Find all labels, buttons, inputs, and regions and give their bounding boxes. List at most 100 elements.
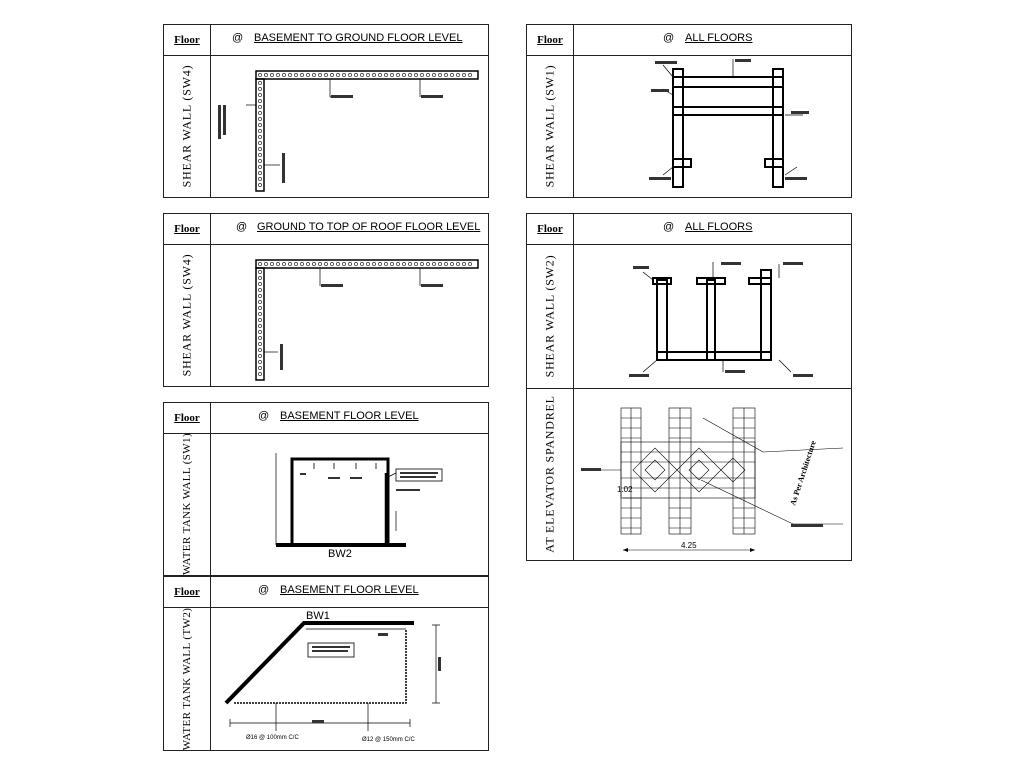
rebar-dot	[276, 73, 280, 77]
rebar-dot	[468, 73, 472, 77]
rebar-dot	[258, 129, 262, 133]
panel-header: Floor @ ALL FLOORS	[527, 214, 851, 245]
rebar-dot	[258, 372, 262, 376]
rebar-dot	[396, 262, 400, 266]
tank-label-bw1: BW1	[306, 610, 330, 622]
header-at-symbol: @	[232, 32, 244, 44]
rebar-dot	[468, 262, 472, 266]
rebar-dot	[342, 73, 346, 77]
rebar-dot	[426, 262, 430, 266]
header-title: ALL FLOORS	[685, 32, 753, 44]
header-at-symbol: @	[258, 410, 270, 422]
rebar-dot	[270, 262, 274, 266]
rebar-dot	[378, 262, 382, 266]
rebar-dot	[318, 73, 322, 77]
rebar-dot	[312, 262, 316, 266]
rebar-dot	[258, 147, 262, 151]
rebar-dot	[258, 99, 262, 103]
detail-panel-water-tank-sw1: Floor @ BASEMENT FLOOR LEVEL WATER TANK …	[163, 402, 489, 576]
rebar-dot	[258, 87, 262, 91]
side-label-column: WATER TANK WALL (SW1)	[164, 433, 211, 575]
rebar-dot	[360, 73, 364, 77]
spandrel-note: As Per Architecture	[788, 439, 818, 506]
rebar-dot	[300, 73, 304, 77]
rebar-dot	[420, 262, 424, 266]
header-floor-label: Floor	[164, 577, 211, 607]
rebar-dot	[258, 135, 262, 139]
detail-panel-sw4-ground-roof: Floor @ GROUND TO TOP OF ROOF FLOOR LEVE…	[163, 213, 489, 387]
shear-wall-frame-drawing	[649, 59, 809, 188]
rebar-dot	[426, 73, 430, 77]
header-title: BASEMENT FLOOR LEVEL	[280, 410, 419, 422]
rebar-dot	[306, 73, 310, 77]
panel-header: Floor @ GROUND TO TOP OF ROOF FLOOR LEVE…	[164, 214, 488, 245]
rebar-dot	[336, 73, 340, 77]
rebar-dot	[372, 262, 376, 266]
side-label-column: WATER TANK WALL (TW2)	[164, 607, 211, 750]
rebar-dot	[264, 73, 268, 77]
side-label: WATER TANK WALL (TW2)	[181, 607, 193, 750]
rebar-dot	[312, 73, 316, 77]
rebar-dot	[402, 262, 406, 266]
rebar-dot	[408, 73, 412, 77]
detail-panel-sw4-basement: Floor @ BASEMENT TO GROUND FLOOR LEVEL S…	[163, 24, 489, 198]
rebar-dot	[432, 262, 436, 266]
rebar-dot	[414, 262, 418, 266]
rebar-dot	[462, 262, 466, 266]
rebar-dot	[258, 177, 262, 181]
tank-label-bw2: BW2	[328, 548, 352, 560]
header-title: BASEMENT FLOOR LEVEL	[280, 584, 419, 596]
rebar-dot	[372, 73, 376, 77]
rebar-dots	[258, 262, 472, 376]
rebar-dot	[414, 73, 418, 77]
rebar-dot	[258, 111, 262, 115]
rebar-dot	[438, 73, 442, 77]
rebar-dot	[390, 262, 394, 266]
side-label: SHEAR WALL (SW4)	[179, 253, 194, 377]
rebar-dot	[432, 73, 436, 77]
rebar-dot	[270, 73, 274, 77]
side-label-column: SHEAR WALL (SW4)	[164, 55, 211, 197]
rebar-note-12: Ø12 @ 150mm C/C	[362, 737, 415, 743]
rebar-dot	[342, 262, 346, 266]
rebar-dot	[348, 262, 352, 266]
rebar-dot	[258, 276, 262, 280]
rebar-dot	[384, 262, 388, 266]
rebar-dot	[402, 73, 406, 77]
rebar-dot	[360, 262, 364, 266]
rebar-dot	[258, 282, 262, 286]
rebar-dot	[258, 360, 262, 364]
rebar-dot	[282, 73, 286, 77]
rebar-dot	[336, 262, 340, 266]
spandrel-dim-1-02: 1.02	[617, 485, 633, 494]
rebar-dot	[258, 330, 262, 334]
header-floor-label: Floor	[164, 403, 211, 433]
rebar-dot	[330, 262, 334, 266]
rebar-dot	[258, 312, 262, 316]
rebar-dot	[264, 262, 268, 266]
header-floor-label: Floor	[527, 25, 574, 55]
rebar-dot	[258, 262, 262, 266]
elevator-spandrel-drawing: 1.02 4.25 As Per Architecture	[581, 407, 844, 552]
detail-panel-sw1-all-floors: Floor @ ALL FLOORS SHEAR WALL (SW1)	[526, 24, 852, 198]
detail-panel-water-tank-tw2: Floor @ BASEMENT FLOOR LEVEL WATER TANK …	[163, 576, 489, 751]
rebar-dot	[258, 81, 262, 85]
panel-header: Floor @ BASEMENT TO GROUND FLOOR LEVEL	[164, 25, 488, 56]
rebar-dot	[258, 105, 262, 109]
header-title: GROUND TO TOP OF ROOF FLOOR LEVEL	[257, 221, 481, 233]
rebar-dot	[324, 262, 328, 266]
rebar-dot	[258, 117, 262, 121]
rebar-dot	[258, 123, 262, 127]
header-floor-label: Floor	[527, 214, 574, 244]
rebar-dot	[258, 324, 262, 328]
side-label-column: SHEAR WALL (SW2)	[527, 244, 574, 388]
rebar-dot	[258, 165, 262, 169]
rebar-dot	[384, 73, 388, 77]
rebar-dot	[258, 73, 262, 77]
rebar-dot	[450, 262, 454, 266]
rebar-dot	[258, 348, 262, 352]
rebar-dot	[378, 73, 382, 77]
panel-header: Floor @ ALL FLOORS	[527, 25, 851, 56]
rebar-note-16: Ø16 @ 100mm C/C	[246, 735, 299, 741]
rebar-dot	[258, 183, 262, 187]
